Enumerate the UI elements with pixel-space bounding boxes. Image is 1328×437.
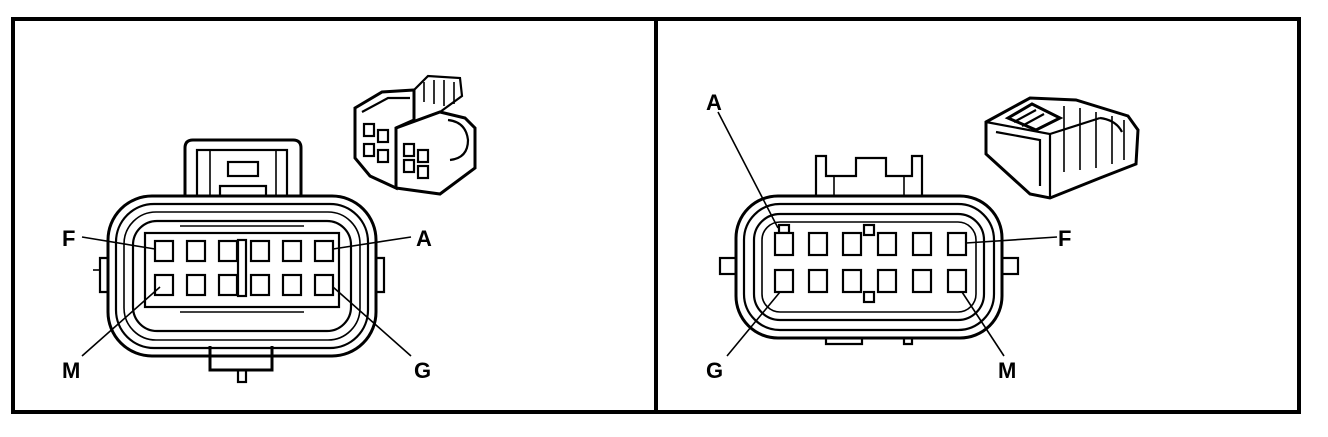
pin-label-f: F	[1058, 226, 1071, 251]
left-pin-row-top	[153, 239, 335, 263]
pin-cavity	[185, 239, 207, 263]
pin-cavity	[911, 268, 933, 294]
left-connector-isometric-view	[353, 74, 477, 196]
pin-cavity	[807, 231, 829, 257]
pin-cavity	[281, 273, 303, 297]
pin-cavity	[946, 231, 968, 257]
pin-cavity	[876, 231, 898, 257]
right-pin-row-bottom	[773, 268, 968, 294]
pin-cavity	[773, 268, 795, 294]
pin-cavity	[313, 239, 335, 263]
pin-label-a: A	[416, 226, 432, 251]
pin-label-m: M	[998, 358, 1016, 383]
leader-line	[961, 291, 1005, 357]
pin-cavity	[773, 231, 795, 257]
pin-cavity	[249, 239, 271, 263]
leader-line	[717, 111, 779, 229]
pin-cavity	[841, 268, 863, 294]
leader-line	[332, 236, 412, 250]
left-pin-row-bottom	[153, 273, 335, 297]
pin-cavity	[911, 231, 933, 257]
pin-cavity	[946, 268, 968, 294]
right-connector-isometric-view	[984, 96, 1140, 200]
pin-cavity	[841, 231, 863, 257]
right-connector-face-view	[718, 154, 1020, 346]
leader-line	[965, 236, 1058, 244]
pin-label-g: G	[706, 358, 723, 383]
pin-label-f: F	[62, 226, 75, 251]
leader-line	[81, 286, 161, 357]
pin-cavity	[249, 273, 271, 297]
pin-label-m: M	[62, 358, 80, 383]
pin-cavity	[153, 273, 175, 297]
pin-cavity	[876, 268, 898, 294]
pin-cavity	[313, 273, 335, 297]
left-connector-face-view	[93, 138, 386, 384]
leader-line	[81, 236, 156, 250]
leader-line	[726, 291, 781, 357]
pin-cavity	[281, 239, 303, 263]
pin-cavity	[217, 239, 239, 263]
pin-label-g: G	[414, 358, 431, 383]
left-panel: F A M G	[62, 74, 477, 384]
pin-cavity	[807, 268, 829, 294]
leader-line	[332, 286, 412, 357]
pin-cavity	[185, 273, 207, 297]
right-panel: A F G M	[706, 90, 1140, 383]
pin-cavity	[217, 273, 239, 297]
right-pin-row-top	[773, 231, 968, 257]
pin-cavity	[153, 239, 175, 263]
pin-label-a: A	[706, 90, 722, 115]
